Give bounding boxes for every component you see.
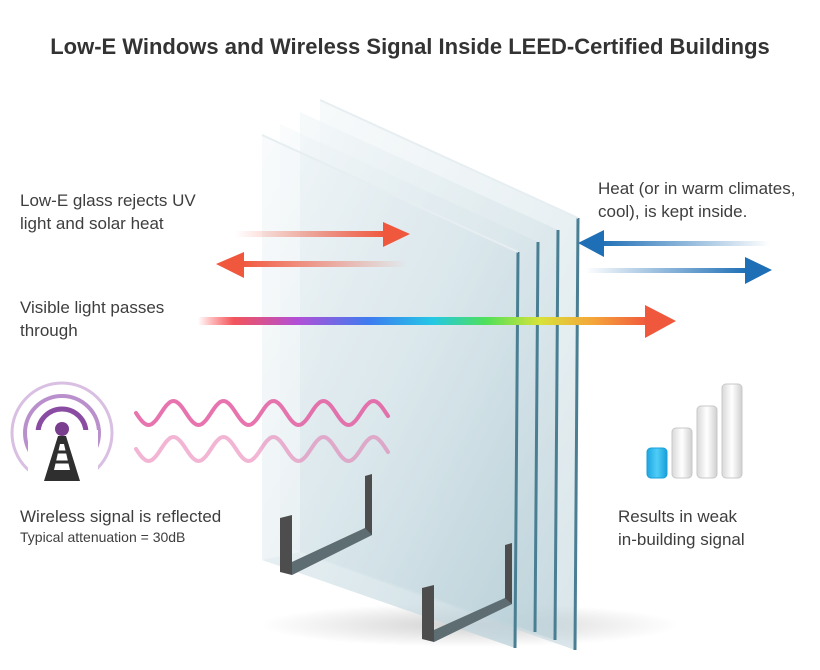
signal-bar-inactive (671, 427, 693, 479)
result-label-line2: in-building signal (618, 530, 745, 549)
diagram-title: Low-E Windows and Wireless Signal Inside… (50, 34, 770, 59)
lowe-label: Low-E glass rejects UV light and solar h… (20, 189, 196, 235)
visible-light-label-line1: Visible light passes (20, 298, 165, 317)
uv-arrow-out-head (216, 252, 244, 278)
glass-panes (261, 99, 580, 651)
visible-light-shaft (198, 317, 648, 325)
window-stands (280, 474, 512, 642)
heat-arrow-right-head (745, 257, 772, 284)
result-label-line1: Results in weak (618, 507, 738, 526)
wireless-waves (134, 398, 390, 464)
heat-arrows (578, 230, 772, 284)
heat-arrow-left-head (578, 230, 604, 257)
signal-bar-inactive (696, 405, 718, 479)
heat-label: Heat (or in warm climates, cool), is kep… (598, 177, 795, 223)
uv-arrow-in-shaft (235, 231, 385, 237)
visible-light-arrow (198, 305, 676, 338)
heat-label-line1: Heat (or in warm climates, (598, 179, 796, 198)
attenuation-label: Typical attenuation = 30dB (20, 529, 186, 545)
lowe-label-line1: Low-E glass rejects UV (20, 191, 196, 210)
wireless-wave-incoming (134, 398, 390, 428)
visible-light-head (645, 305, 676, 338)
signal-strength-bars-icon (646, 383, 743, 479)
visible-light-label-line2: through (20, 321, 78, 340)
wireless-label: Wireless signal is reflected Typical att… (20, 505, 221, 546)
wireless-tower-icon (10, 381, 114, 485)
visible-light-label: Visible light passes through (20, 296, 164, 342)
lowe-label-line2: light and solar heat (20, 214, 164, 233)
uv-arrow-out-shaft (242, 261, 407, 267)
heat-label-line2: cool), is kept inside. (598, 202, 748, 221)
result-label: Results in weak in-building signal (618, 505, 745, 551)
heat-arrow-right-shaft (585, 268, 747, 273)
signal-bar-inactive (721, 383, 743, 479)
signal-bar-active (646, 447, 668, 479)
wireless-label-line1: Wireless signal is reflected (20, 507, 222, 526)
wireless-wave-reflected (134, 434, 390, 464)
heat-arrow-left-shaft (600, 241, 770, 246)
uv-reject-arrows (216, 222, 410, 278)
uv-arrow-in-head (383, 222, 410, 247)
